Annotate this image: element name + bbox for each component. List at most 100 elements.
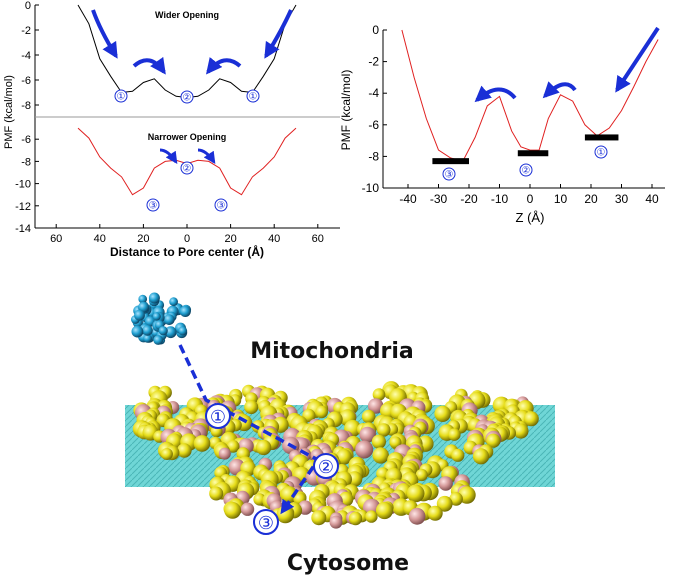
atom [408, 507, 426, 525]
site-marker: ① [205, 403, 231, 429]
site-marker: ③ [253, 509, 279, 535]
right-y-ticks: 0-2-4-6-8-10 [362, 23, 387, 195]
y-tick-label: -4 [21, 50, 31, 62]
right-x-label: Z (Å) [516, 210, 545, 225]
ligand-atom [134, 309, 145, 321]
x-tick-label: 10 [554, 192, 568, 206]
atom [367, 398, 384, 414]
svg-text:①: ① [597, 148, 606, 159]
curved-arrow-icon [205, 57, 242, 75]
svg-text:③: ③ [445, 170, 454, 181]
mitochondria-label: Mitochondria [250, 339, 414, 364]
x-tick-label: 20 [137, 233, 149, 245]
atom [311, 510, 327, 526]
x-tick-label: -10 [491, 192, 509, 206]
atom [372, 447, 389, 464]
ligand-atom [179, 306, 191, 317]
ligand-atom [163, 314, 175, 325]
site-marker: ① [114, 89, 128, 103]
site-marker: ① [594, 145, 608, 159]
ligand-atom [138, 294, 147, 304]
z-pmf-curve [401, 29, 659, 162]
arrow-icon [91, 9, 118, 59]
x-tick-label: 60 [50, 233, 62, 245]
atom [329, 515, 343, 529]
x-tick-label: -20 [460, 192, 478, 206]
atom [449, 492, 463, 506]
arrow-icon [264, 9, 293, 59]
ligand-atom [148, 292, 160, 304]
y-tick-label: -8 [21, 100, 31, 112]
bottom-plot-title: Narrower Opening [148, 132, 227, 142]
x-tick-label: 40 [94, 233, 106, 245]
atom [389, 436, 402, 449]
left-y-label: PMF (kcal/mol) [3, 75, 15, 149]
atom [348, 511, 363, 526]
molecular-scene: Mitochondria Cytosome ① ② ③ [125, 292, 555, 576]
site-marker: ③ [442, 167, 456, 181]
svg-text:③: ③ [258, 513, 274, 534]
left-x-label: Distance to Pore center (Å) [110, 244, 264, 259]
ligand-atom [164, 326, 177, 339]
y-tick-label: -12 [15, 201, 31, 213]
binding-site-bar [432, 158, 469, 165]
atom [375, 501, 394, 520]
ligand-atom [143, 334, 152, 343]
site-marker: ② [180, 90, 194, 104]
curved-arrow-icon [474, 85, 517, 103]
x-tick-label: 0 [527, 192, 534, 206]
site-marker: ③ [146, 198, 160, 212]
atom [377, 423, 391, 437]
svg-text:①: ① [210, 407, 226, 428]
atom [226, 440, 240, 453]
atom [240, 502, 255, 516]
atom [315, 405, 329, 419]
y-tick-label: 0 [25, 0, 31, 12]
channel-protein [132, 381, 539, 529]
ligand-atom [142, 325, 153, 336]
atom [448, 428, 461, 441]
x-tick-label: -30 [430, 192, 448, 206]
svg-text:②: ② [183, 93, 192, 104]
atom [255, 439, 272, 456]
x-tick-label: 20 [224, 233, 236, 245]
y-tick-label: -10 [15, 179, 31, 191]
svg-text:③: ③ [217, 201, 226, 212]
ligand-atom [169, 297, 179, 307]
atom [160, 448, 173, 460]
y-tick-label: -10 [362, 181, 380, 195]
atom [359, 426, 376, 443]
x-tick-label: 40 [645, 192, 659, 206]
ligand-molecule [131, 292, 192, 345]
atom [427, 505, 443, 521]
atom [513, 423, 529, 439]
right-y-label: PMF (kcal/mol) [339, 70, 353, 151]
atom [244, 400, 259, 415]
atom [218, 447, 231, 460]
svg-text:③: ③ [149, 201, 158, 212]
atom [451, 448, 465, 462]
atom [371, 434, 386, 449]
ligand-atom [152, 312, 161, 321]
y-tick-label: -6 [368, 118, 379, 132]
ligand-atom [158, 326, 168, 336]
svg-text:②: ② [183, 164, 192, 175]
x-tick-label: 0 [184, 233, 190, 245]
site-marker: ③ [214, 198, 228, 212]
binding-site-bar [517, 150, 549, 157]
atom [365, 510, 378, 523]
site-marker: ① [246, 89, 260, 103]
y-tick-label: -6 [21, 75, 31, 87]
left-y-ticks: 0-2-4-6-8-6-8-10-12-14 [15, 0, 39, 235]
permeation-path [178, 344, 321, 515]
svg-text:②: ② [318, 457, 334, 478]
x-tick-label: -40 [399, 192, 417, 206]
x-tick-label: 60 [312, 233, 324, 245]
atom [193, 435, 211, 452]
ligand-atom [138, 301, 149, 313]
site-marker: ② [180, 161, 194, 175]
y-tick-label: 0 [372, 23, 379, 37]
top-plot-title: Wider Opening [155, 10, 219, 20]
